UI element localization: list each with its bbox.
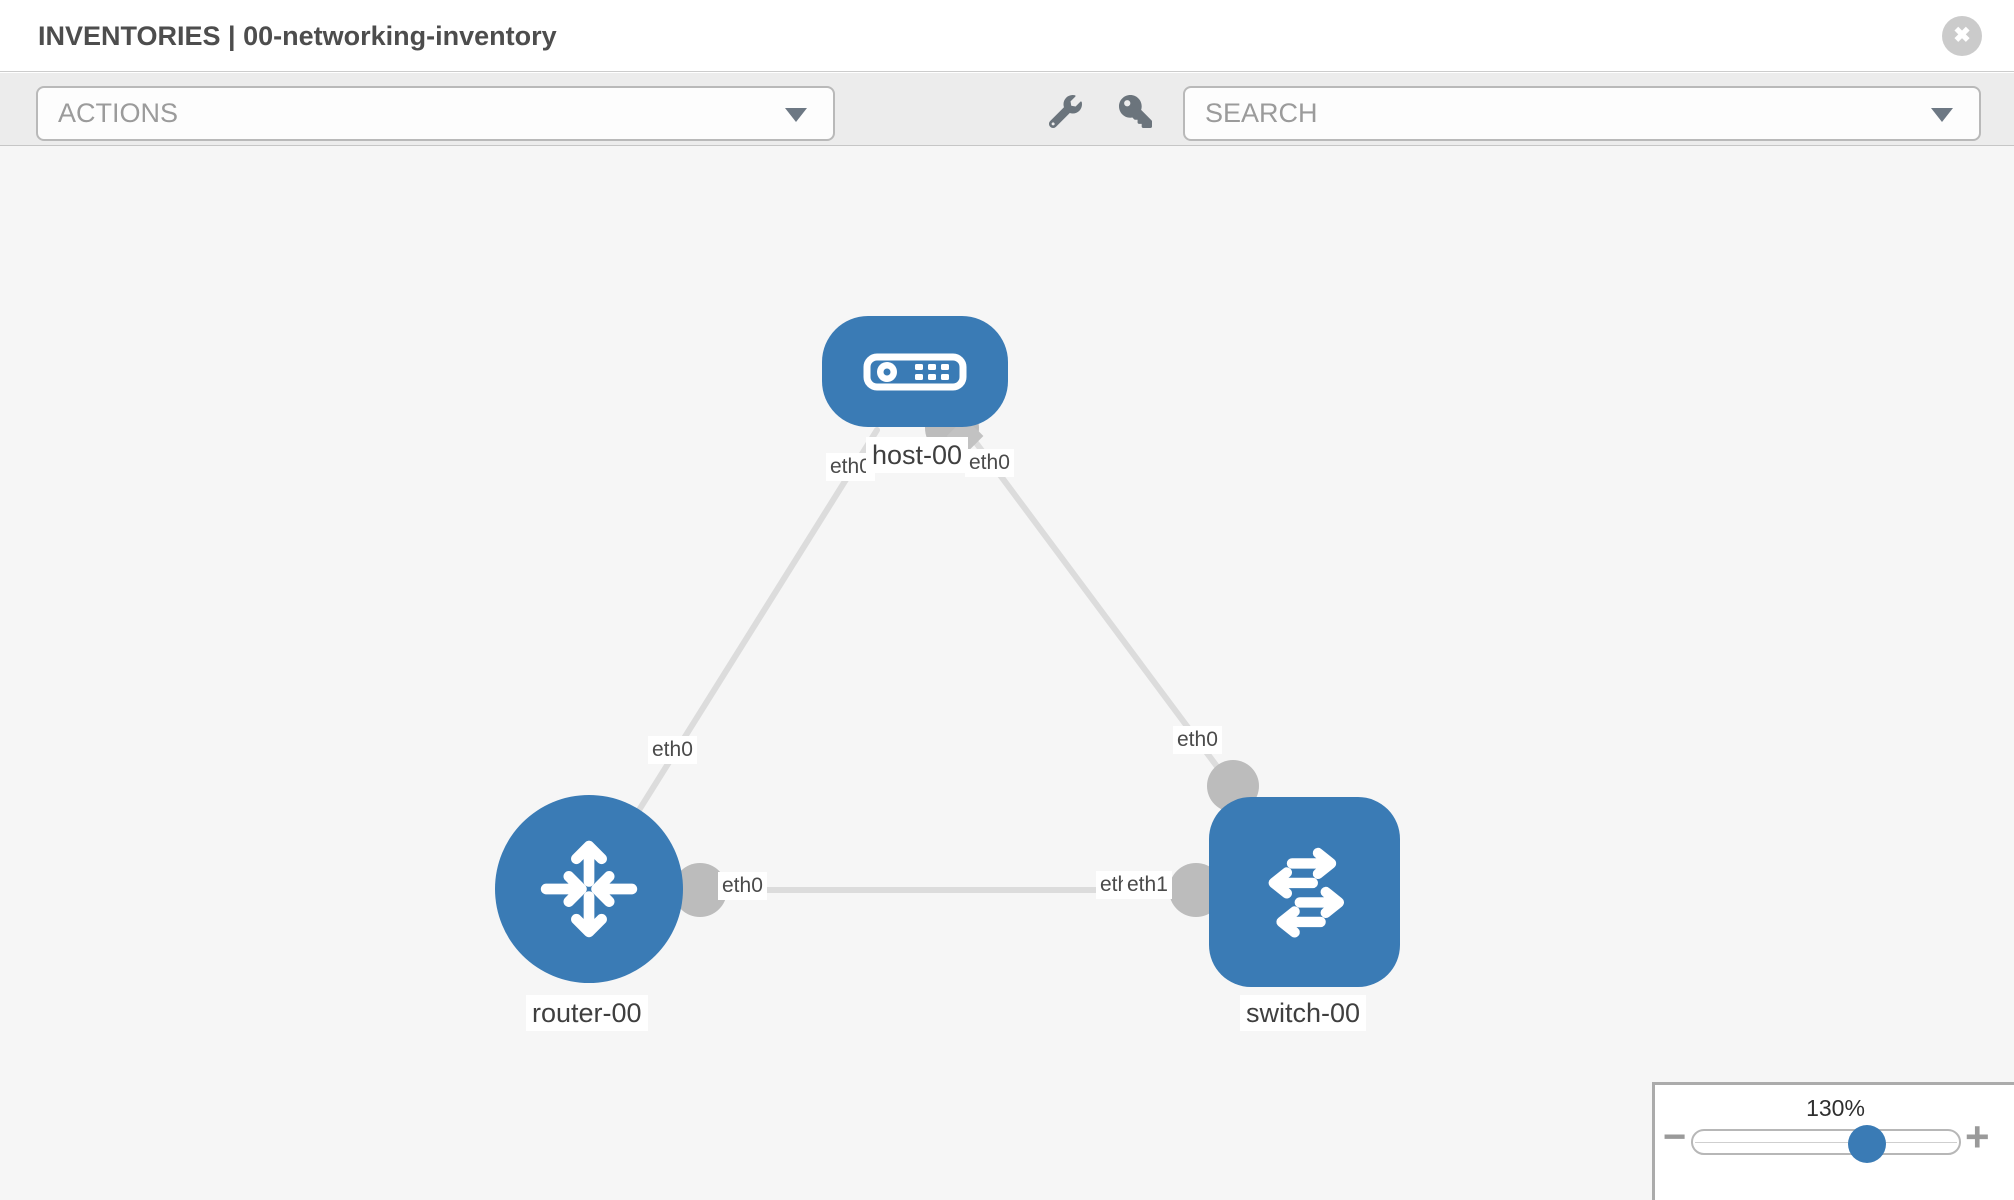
node-switch-00[interactable] [1209, 797, 1400, 987]
link-lines [586, 427, 1236, 893]
zoom-slider-rail [1695, 1142, 1957, 1143]
search-dropdown[interactable]: SEARCH [1183, 86, 1981, 141]
credentials-button[interactable] [1112, 88, 1158, 134]
zoom-out-button[interactable]: − [1663, 1115, 1687, 1159]
interface-label: eth1 [1123, 871, 1172, 899]
topology-canvas[interactable]: eth0 host-00 eth0 eth0 eth0 eth0 eth0 et… [0, 146, 2014, 1200]
run-command-button[interactable] [1042, 88, 1088, 134]
chevron-down-icon [785, 108, 807, 122]
node-label-switch: switch-00 [1240, 995, 1367, 1031]
zoom-level: 130% [1806, 1095, 1865, 1121]
wrench-icon [1048, 94, 1082, 128]
close-button[interactable]: ✖ [1942, 16, 1982, 56]
router-icon [540, 840, 638, 938]
page-title: INVENTORIES | 00-networking-inventory [38, 21, 557, 51]
switch-icon [1268, 847, 1344, 938]
zoom-control-panel: 130% − + [1652, 1082, 2014, 1200]
interface-label: eth0 [1173, 726, 1222, 754]
chevron-down-icon [1931, 108, 1953, 122]
interface-label: eth0 [648, 736, 697, 764]
node-label-router: router-00 [526, 995, 648, 1031]
zoom-slider-track[interactable] [1691, 1129, 1961, 1155]
actions-dropdown[interactable]: ACTIONS [36, 86, 835, 141]
close-icon: ✖ [1953, 24, 1971, 47]
key-icon [1118, 94, 1152, 128]
node-host-00[interactable] [822, 316, 1008, 427]
page-header: INVENTORIES | 00-networking-inventory ✖ [0, 0, 2014, 72]
zoom-slider-handle[interactable] [1848, 1125, 1886, 1163]
interface-label: eth0 [718, 872, 767, 900]
node-router-00[interactable] [495, 795, 683, 983]
toolbar: ACTIONS SEARCH [0, 73, 2014, 146]
host-icon [863, 353, 967, 390]
zoom-in-button[interactable]: + [1965, 1113, 1990, 1160]
actions-dropdown-label: ACTIONS [58, 98, 179, 128]
search-dropdown-label: SEARCH [1205, 98, 1318, 128]
node-label-host: host-00 [866, 437, 969, 473]
interface-label: eth0 [965, 449, 1014, 477]
